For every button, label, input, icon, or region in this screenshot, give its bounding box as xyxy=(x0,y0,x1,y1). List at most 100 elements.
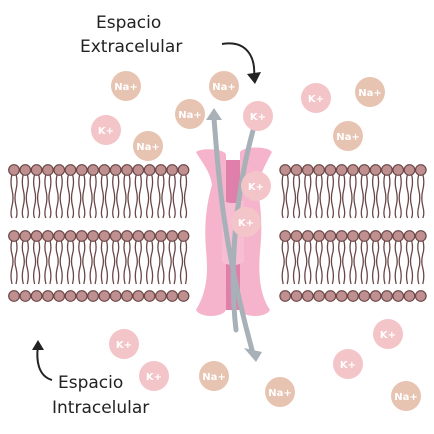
potassium-ion-circle xyxy=(301,83,331,113)
phospholipid-head xyxy=(414,290,427,302)
lipid-tail xyxy=(349,239,357,285)
sodium-ion-label: Na+ xyxy=(212,82,236,93)
phospholipid-head xyxy=(347,230,359,242)
lipid-tail xyxy=(349,173,357,219)
lipid-tail xyxy=(100,173,109,219)
sodium-ion-circle xyxy=(209,71,239,101)
sodium-ion-label: Na+ xyxy=(114,82,138,93)
phospholipid-head xyxy=(335,230,348,242)
phospholipid-head xyxy=(87,164,99,176)
sodium-ion: Na+ xyxy=(111,71,141,101)
lipid-tail xyxy=(417,239,425,285)
phospholipid-head xyxy=(358,230,371,242)
lipid-tail xyxy=(292,173,301,219)
potassium-ion-label: K+ xyxy=(250,112,266,123)
sodium-ion-circle xyxy=(355,77,385,107)
phospholipid-head xyxy=(369,290,382,302)
potassium-ion-circle xyxy=(231,207,261,237)
phospholipid-head xyxy=(19,230,32,242)
lipid-tail xyxy=(157,173,165,219)
phospholipid-head xyxy=(177,230,190,242)
lipid-tail xyxy=(292,239,301,285)
phospholipid-head xyxy=(347,164,359,176)
phospholipid-head xyxy=(347,290,359,302)
lipid-tail xyxy=(66,239,75,285)
lipid-tail xyxy=(32,239,41,285)
lipid-tail xyxy=(123,173,131,219)
potassium-ion: K+ xyxy=(139,361,169,391)
phospholipid-head xyxy=(98,290,111,302)
phospholipid-head xyxy=(403,164,416,176)
lipid-tail xyxy=(281,173,289,219)
lipid-tail xyxy=(371,239,380,285)
potassium-ion: K+ xyxy=(373,319,403,349)
sodium-ion-label: Na+ xyxy=(358,88,382,99)
lipid-tail xyxy=(315,173,323,219)
phospholipid-head xyxy=(87,290,99,302)
phospholipid-head xyxy=(154,290,167,302)
lipid-tail xyxy=(112,173,120,219)
phospholipid-head xyxy=(19,164,32,176)
phospholipid-head xyxy=(290,230,303,242)
phospholipid-head xyxy=(53,290,66,302)
sodium-inward-arrowhead xyxy=(244,348,262,362)
potassium-ion-label: K+ xyxy=(248,182,264,193)
lipid-tail xyxy=(338,239,346,285)
phospholipid-head xyxy=(313,230,326,242)
phospholipid-head xyxy=(381,290,393,302)
lipid-tail xyxy=(89,173,97,219)
phospholipid-head xyxy=(154,230,167,242)
phospholipid-head xyxy=(143,290,156,302)
phospholipid-head xyxy=(75,290,88,302)
potassium-ion: K+ xyxy=(333,349,363,379)
phospholipid-head xyxy=(301,290,314,302)
phospholipid-head xyxy=(335,290,348,302)
sodium-ion-circle xyxy=(391,381,421,411)
sodium-ion-circle xyxy=(265,377,295,407)
lipid-tail xyxy=(21,173,29,219)
phospholipid-head xyxy=(53,230,66,242)
intracellular-pointer-arrow xyxy=(36,345,53,381)
potassium-ion-circle xyxy=(139,361,169,391)
intracellular-pointer-arrowhead xyxy=(32,340,44,350)
channel-left-subunit xyxy=(196,149,226,316)
ions-layer: Na+Na+Na+Na+Na+Na+K+K+K+K+K+K+K+K+K+Na+N… xyxy=(91,71,421,411)
sodium-ion: Na+ xyxy=(175,99,205,129)
phospholipid-head xyxy=(132,230,145,242)
lipid-tail xyxy=(371,173,380,219)
lipid-tail xyxy=(89,239,97,285)
phospholipid-head xyxy=(30,230,43,242)
lipid-tail xyxy=(134,239,142,285)
sodium-ion: Na+ xyxy=(355,77,385,107)
lipid-tail xyxy=(157,239,165,285)
phospholipid-head xyxy=(358,164,371,176)
phospholipid-head xyxy=(403,290,416,302)
sodium-ion: Na+ xyxy=(133,131,163,161)
phospholipid-head xyxy=(381,230,393,242)
phospholipid-head xyxy=(166,230,179,242)
sodium-ion-circle xyxy=(333,121,363,151)
potassium-ion-circle xyxy=(241,171,271,201)
sodium-inward-arrow xyxy=(211,115,255,353)
lipid-tail xyxy=(55,173,63,219)
lipid-tail xyxy=(21,239,29,285)
potassium-ion-label: K+ xyxy=(340,360,356,371)
potassium-ion-circle xyxy=(333,349,363,379)
lipid-tail xyxy=(10,173,18,219)
lipid-tail xyxy=(304,173,312,219)
phospholipid-head xyxy=(290,164,303,176)
lipid-tail xyxy=(168,239,176,285)
phospholipid-head xyxy=(381,164,393,176)
membrane-phospholipid-heads xyxy=(8,164,427,302)
potassium-ion-label: K+ xyxy=(98,126,114,137)
lipid-tail xyxy=(304,239,312,285)
potassium-ion-label: K+ xyxy=(238,218,254,229)
lipid-tail xyxy=(326,173,335,219)
phospholipid-head xyxy=(75,230,88,242)
lipid-tail xyxy=(100,239,109,285)
phospholipid-head xyxy=(324,290,337,302)
phospholipid-head xyxy=(30,290,43,302)
phospholipid-head xyxy=(166,164,179,176)
phospholipid-head xyxy=(166,290,179,302)
